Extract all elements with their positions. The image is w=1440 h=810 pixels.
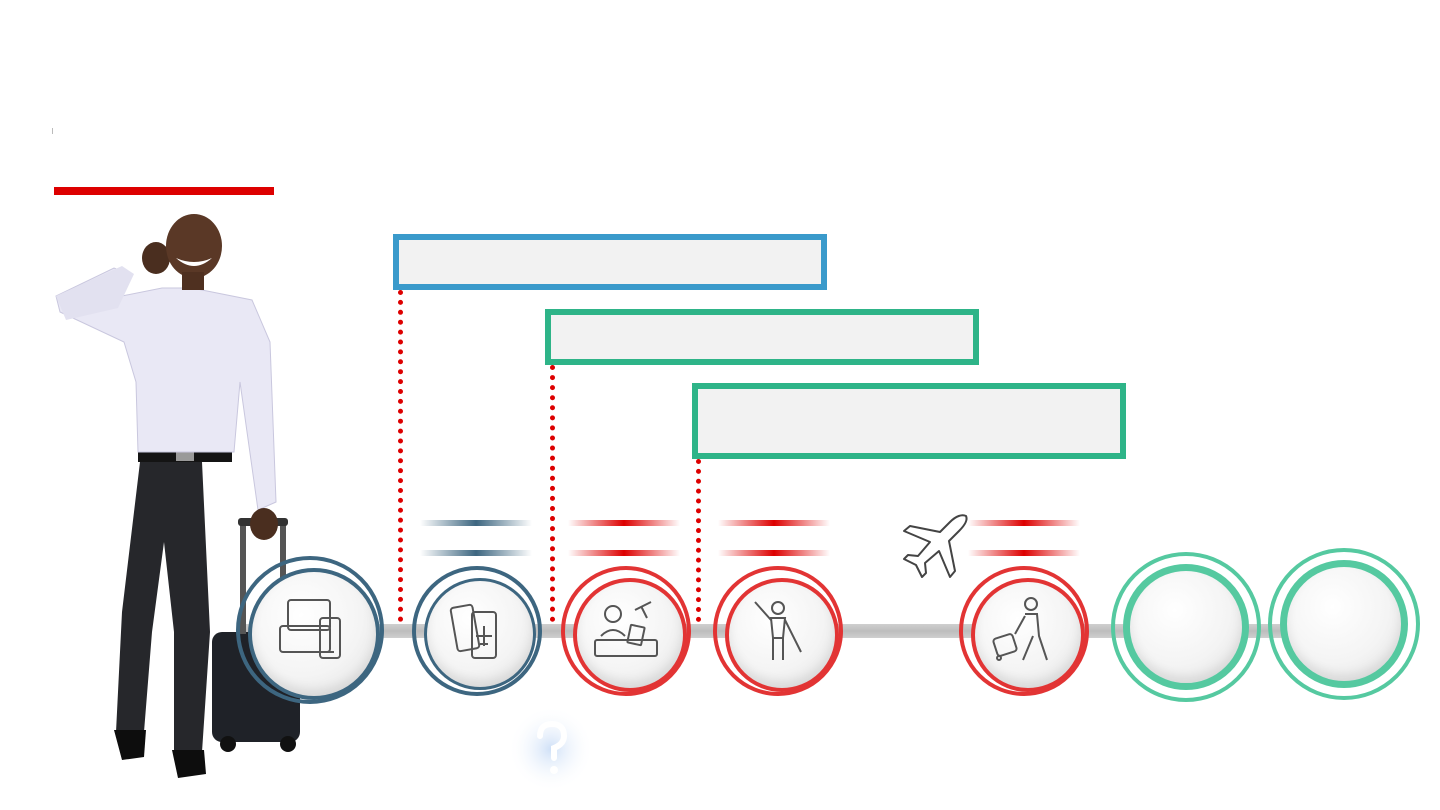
stage-box-1-label [399, 240, 821, 260]
step-check-in[interactable] [561, 566, 691, 696]
stage-box-2-label [551, 315, 973, 335]
step-ground-crew[interactable] [713, 566, 843, 696]
step-devices[interactable] [236, 556, 384, 704]
businessman-illustration [55, 214, 300, 778]
boarding-pass-icon [449, 603, 497, 659]
motion-dash [968, 520, 1080, 526]
motion-dash [718, 550, 830, 556]
connector-dots-2 [550, 365, 555, 622]
connector-dots-3 [696, 459, 701, 622]
step-traveler[interactable] [959, 566, 1089, 696]
motion-dash [420, 550, 532, 556]
stage-box-3-label [698, 389, 1120, 409]
connector-dots-1 [398, 290, 403, 622]
title-underline [54, 187, 274, 195]
motion-dash [420, 520, 532, 526]
header-tick [52, 128, 53, 134]
step-7[interactable] [1268, 548, 1420, 700]
check-in-agent-icon [594, 601, 658, 657]
ground-crew-icon [754, 601, 802, 660]
motion-dash [718, 520, 830, 526]
airplane-icon [903, 514, 968, 578]
motion-dash [568, 550, 680, 556]
devices-icon [279, 599, 341, 659]
stage-box-1[interactable] [393, 234, 827, 290]
motion-dash [568, 520, 680, 526]
motion-dash [968, 550, 1080, 556]
step-6[interactable] [1111, 552, 1261, 702]
step-boarding-pass[interactable] [412, 566, 542, 696]
stage-box-3[interactable] [692, 383, 1126, 459]
question-mark-icon[interactable] [508, 706, 594, 792]
traveler-luggage-icon [992, 597, 1048, 661]
stage-box-2[interactable] [545, 309, 979, 365]
